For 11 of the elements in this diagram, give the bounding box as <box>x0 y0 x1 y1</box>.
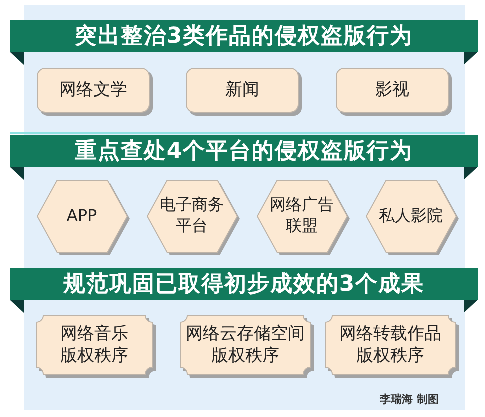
category-box: 影视 <box>336 68 452 116</box>
platform-hexagon: 私人影院 <box>366 180 459 255</box>
result-box: 网络云存储空间版权秩序 <box>180 315 314 378</box>
platform-hexagon: APP <box>37 180 130 255</box>
credit-text: 李瑞海 制图 <box>380 392 439 407</box>
result-box: 网络音乐版权秩序 <box>36 315 156 378</box>
category-box: 新闻 <box>186 68 302 116</box>
platform-hexagon: 电子商务平台 <box>147 180 240 255</box>
category-box: 网络文学 <box>37 68 153 116</box>
platform-hexagon: 网络广告联盟 <box>257 180 350 255</box>
result-box: 网络转载作品版权秩序 <box>325 315 459 378</box>
